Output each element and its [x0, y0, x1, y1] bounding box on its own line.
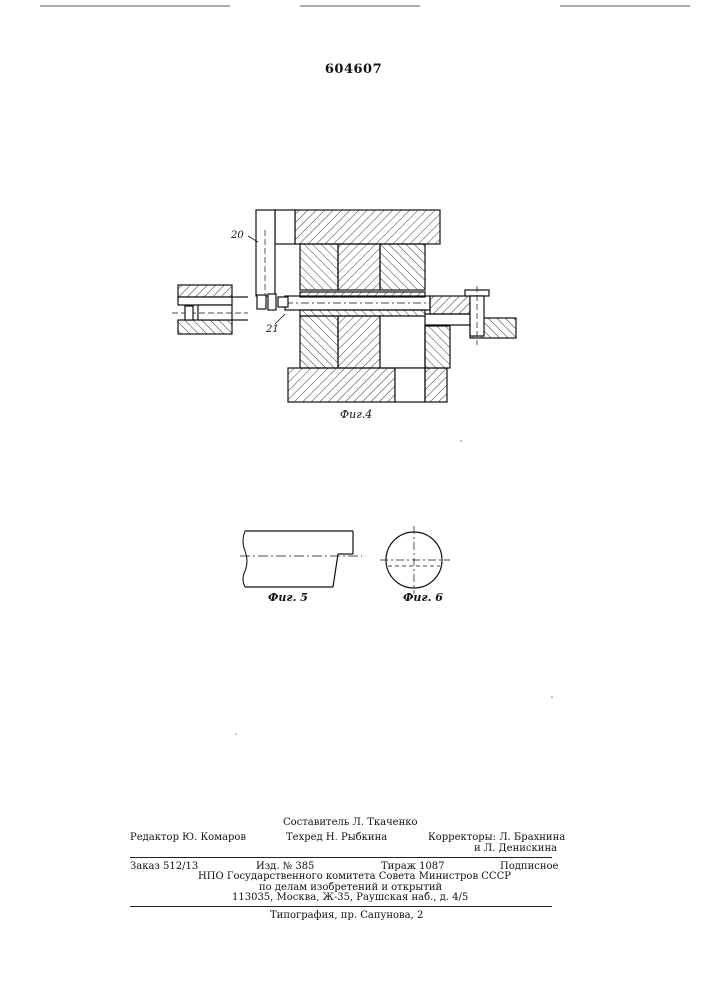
part-label-20: 20	[231, 230, 244, 241]
correctors-continued: и Л. Денискина	[474, 843, 557, 855]
editor: Редактор Ю. Комаров	[130, 832, 246, 844]
colophon-divider-bottom	[130, 906, 552, 907]
figure-6-drawing	[380, 526, 450, 594]
printer: Типография, пр. Сапунова, 2	[270, 910, 423, 922]
figure-4-drawing	[172, 210, 516, 402]
technical-editor: Техред Н. Рыбкина	[286, 832, 387, 844]
address: 113035, Москва, Ж-35, Раушская наб., д. …	[232, 892, 468, 904]
figure-5-drawing	[240, 531, 362, 587]
order-number: Заказ 512/13	[130, 861, 198, 873]
compiler: Составитель Л. Ткаченко	[283, 817, 418, 829]
fig4-caption: Фиг.4	[340, 408, 372, 421]
colophon-divider-top	[130, 857, 552, 858]
part-label-21: 21	[266, 324, 279, 335]
fig6-caption: Фиг. 6	[403, 591, 443, 604]
fig5-caption: Фиг. 5	[268, 591, 308, 604]
